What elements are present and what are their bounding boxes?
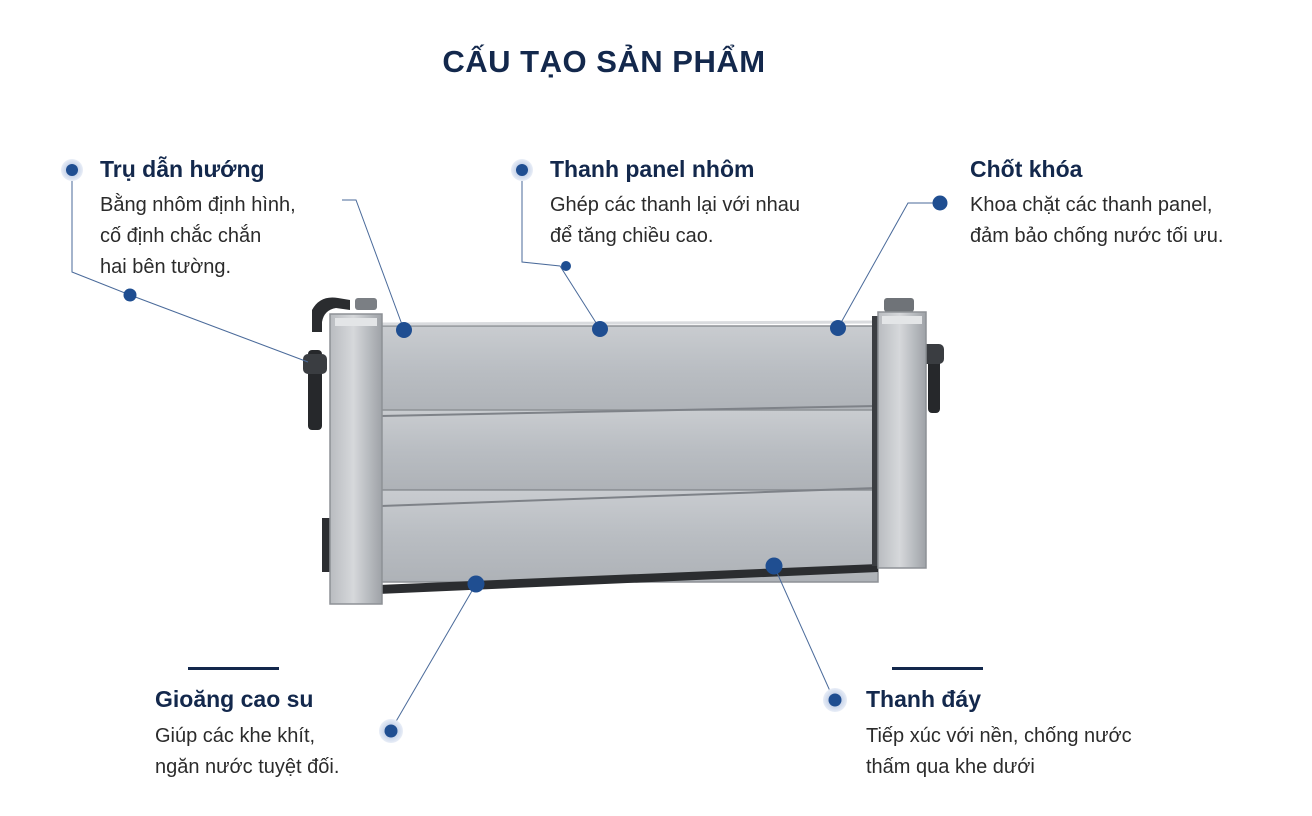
right-guide-post <box>877 311 927 569</box>
point-bottom-bar <box>765 557 783 575</box>
gasket-divider <box>188 667 279 670</box>
point-panel <box>592 321 608 337</box>
marker-lock-pin-label <box>932 195 948 211</box>
leader-lines <box>71 170 940 731</box>
point-guide-post <box>396 322 412 338</box>
bottom-bar-line: thấm qua khe dưới <box>866 756 1035 778</box>
lock-pin-line: đảm bảo chống nước tối ưu. <box>970 225 1224 247</box>
point-lock-pin <box>830 320 846 336</box>
aluminum-panel-line: Ghép các thanh lại với nhau <box>550 194 800 216</box>
label-markers <box>61 159 948 743</box>
barrier-product-image <box>303 297 944 605</box>
aluminum-panel-line: để tăng chiều cao. <box>550 225 714 247</box>
point-gasket <box>467 575 485 593</box>
bottom-bar-title: Thanh đáy <box>866 686 982 712</box>
aluminum-panel-title: Thanh panel nhôm <box>550 156 755 182</box>
bottom-bar-divider <box>892 667 983 670</box>
guide-post-line: Bằng nhôm định hình, <box>100 194 296 216</box>
bottom-bar-line: Tiếp xúc với nền, chống nước <box>866 725 1132 747</box>
product-points <box>396 320 846 593</box>
rubber-gasket-line: Giúp các khe khít, <box>155 725 316 747</box>
rubber-gasket-line: ngăn nước tuyệt đối. <box>155 756 340 778</box>
rubber-gasket-title: Gioăng cao su <box>155 686 314 712</box>
lock-pin-line: Khoa chặt các thanh panel, <box>970 194 1213 216</box>
bottom-bar-shape <box>378 564 878 594</box>
panel-top <box>377 325 879 417</box>
guide-post-line: hai bên tường. <box>100 256 232 278</box>
panel-middle <box>377 409 879 491</box>
guide-post-title: Trụ dẫn hướng <box>100 156 265 182</box>
lock-pin-title: Chốt khóa <box>970 156 1083 182</box>
left-guide-post <box>329 313 383 605</box>
guide-post-line: cố định chắc chắn <box>100 225 262 247</box>
page-title: CẤU TẠO SẢN PHẨM <box>442 44 766 79</box>
